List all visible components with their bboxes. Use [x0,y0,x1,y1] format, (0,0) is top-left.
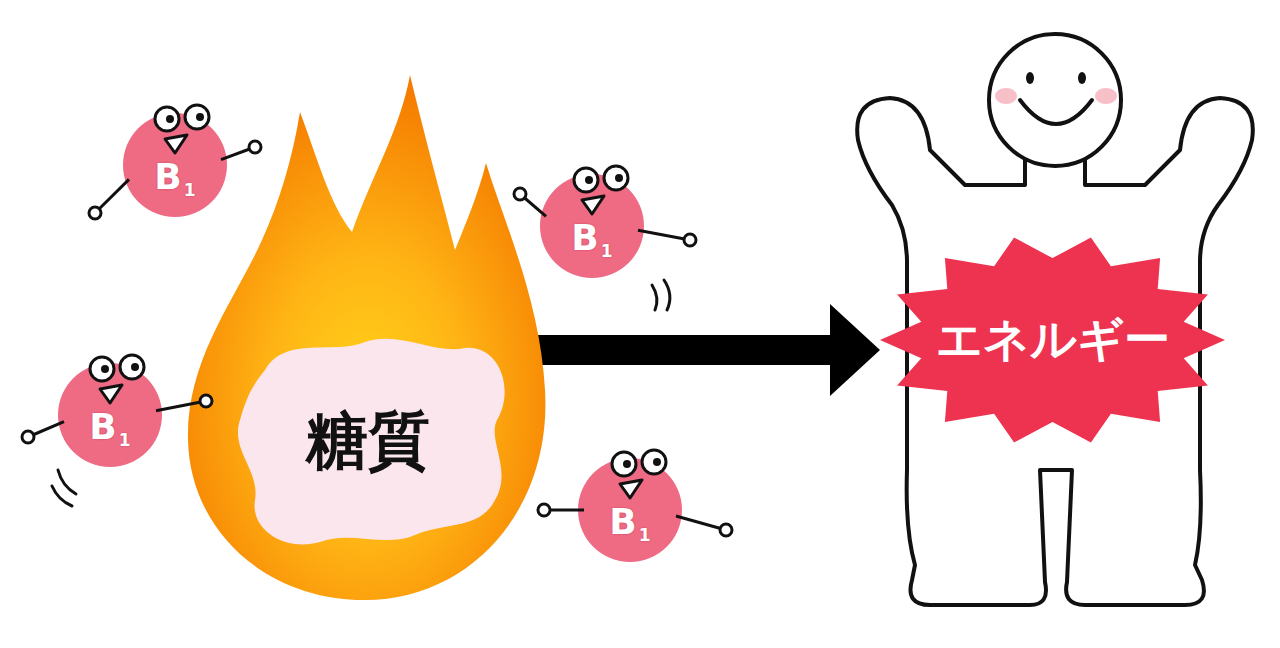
eye [155,107,179,131]
person-head [989,34,1121,166]
vitamin-letter: B [154,159,181,195]
vitamin-letter: B [89,409,116,445]
arrow-connector [510,304,880,396]
vitamin-b1-character: B1 [58,363,162,467]
vitamin-b1-character: B1 [578,458,682,562]
vitamin-label: B1 [123,159,227,195]
vitamin-label: B1 [58,409,162,445]
eye [612,452,636,476]
sugar-label: 糖質 [306,399,430,483]
vitamin-letter: B [571,220,598,256]
pupil [585,176,593,184]
pupil [101,365,109,373]
vitamin-subscript: 1 [119,432,131,449]
cheek [995,88,1017,104]
hand [249,141,261,153]
arrow-shaft [510,335,830,365]
hand [22,431,34,443]
eye [120,355,144,379]
beak [100,385,122,403]
vitamin-b1-character: B1 [123,113,227,217]
arm [676,516,726,530]
cheek [1095,88,1117,104]
pupil [623,460,631,468]
person-body [857,98,1253,605]
hand [89,207,101,219]
arm [638,230,690,240]
energy-burst: エネルギー [880,235,1225,445]
eye [574,168,598,192]
pupil [166,115,174,123]
vitamin-b1-character: B1 [540,174,644,278]
hand [720,524,732,536]
vitamin-subscript: 1 [601,243,613,260]
eye [90,357,114,381]
hand [200,395,212,407]
vitamin-label: B1 [578,504,682,540]
flame [188,75,545,600]
beak [582,196,604,214]
smile [1020,100,1092,124]
motion-mark [652,280,670,310]
sugar-blob: 糖質 [225,330,510,552]
vitamin-subscript: 1 [184,182,196,199]
pupil [131,363,139,371]
pupil [653,458,661,466]
blob [238,339,505,545]
hand [684,234,696,246]
arm [156,401,206,411]
vitamin-letter: B [609,504,636,540]
eye [604,166,628,190]
energy-label: エネルギー [936,309,1170,371]
eye [642,450,666,474]
vitamin-label: B1 [540,220,644,256]
motion-mark [52,470,76,506]
eye [185,105,209,129]
hand [538,504,550,516]
beak [165,135,187,153]
burst [880,238,1225,443]
hand [514,188,526,200]
pupil [615,174,623,182]
pupil [196,113,204,121]
arrow-head [830,304,880,396]
vitamin-subscript: 1 [639,527,651,544]
eye [1078,72,1086,84]
eye [1026,72,1034,84]
beak [620,480,642,498]
